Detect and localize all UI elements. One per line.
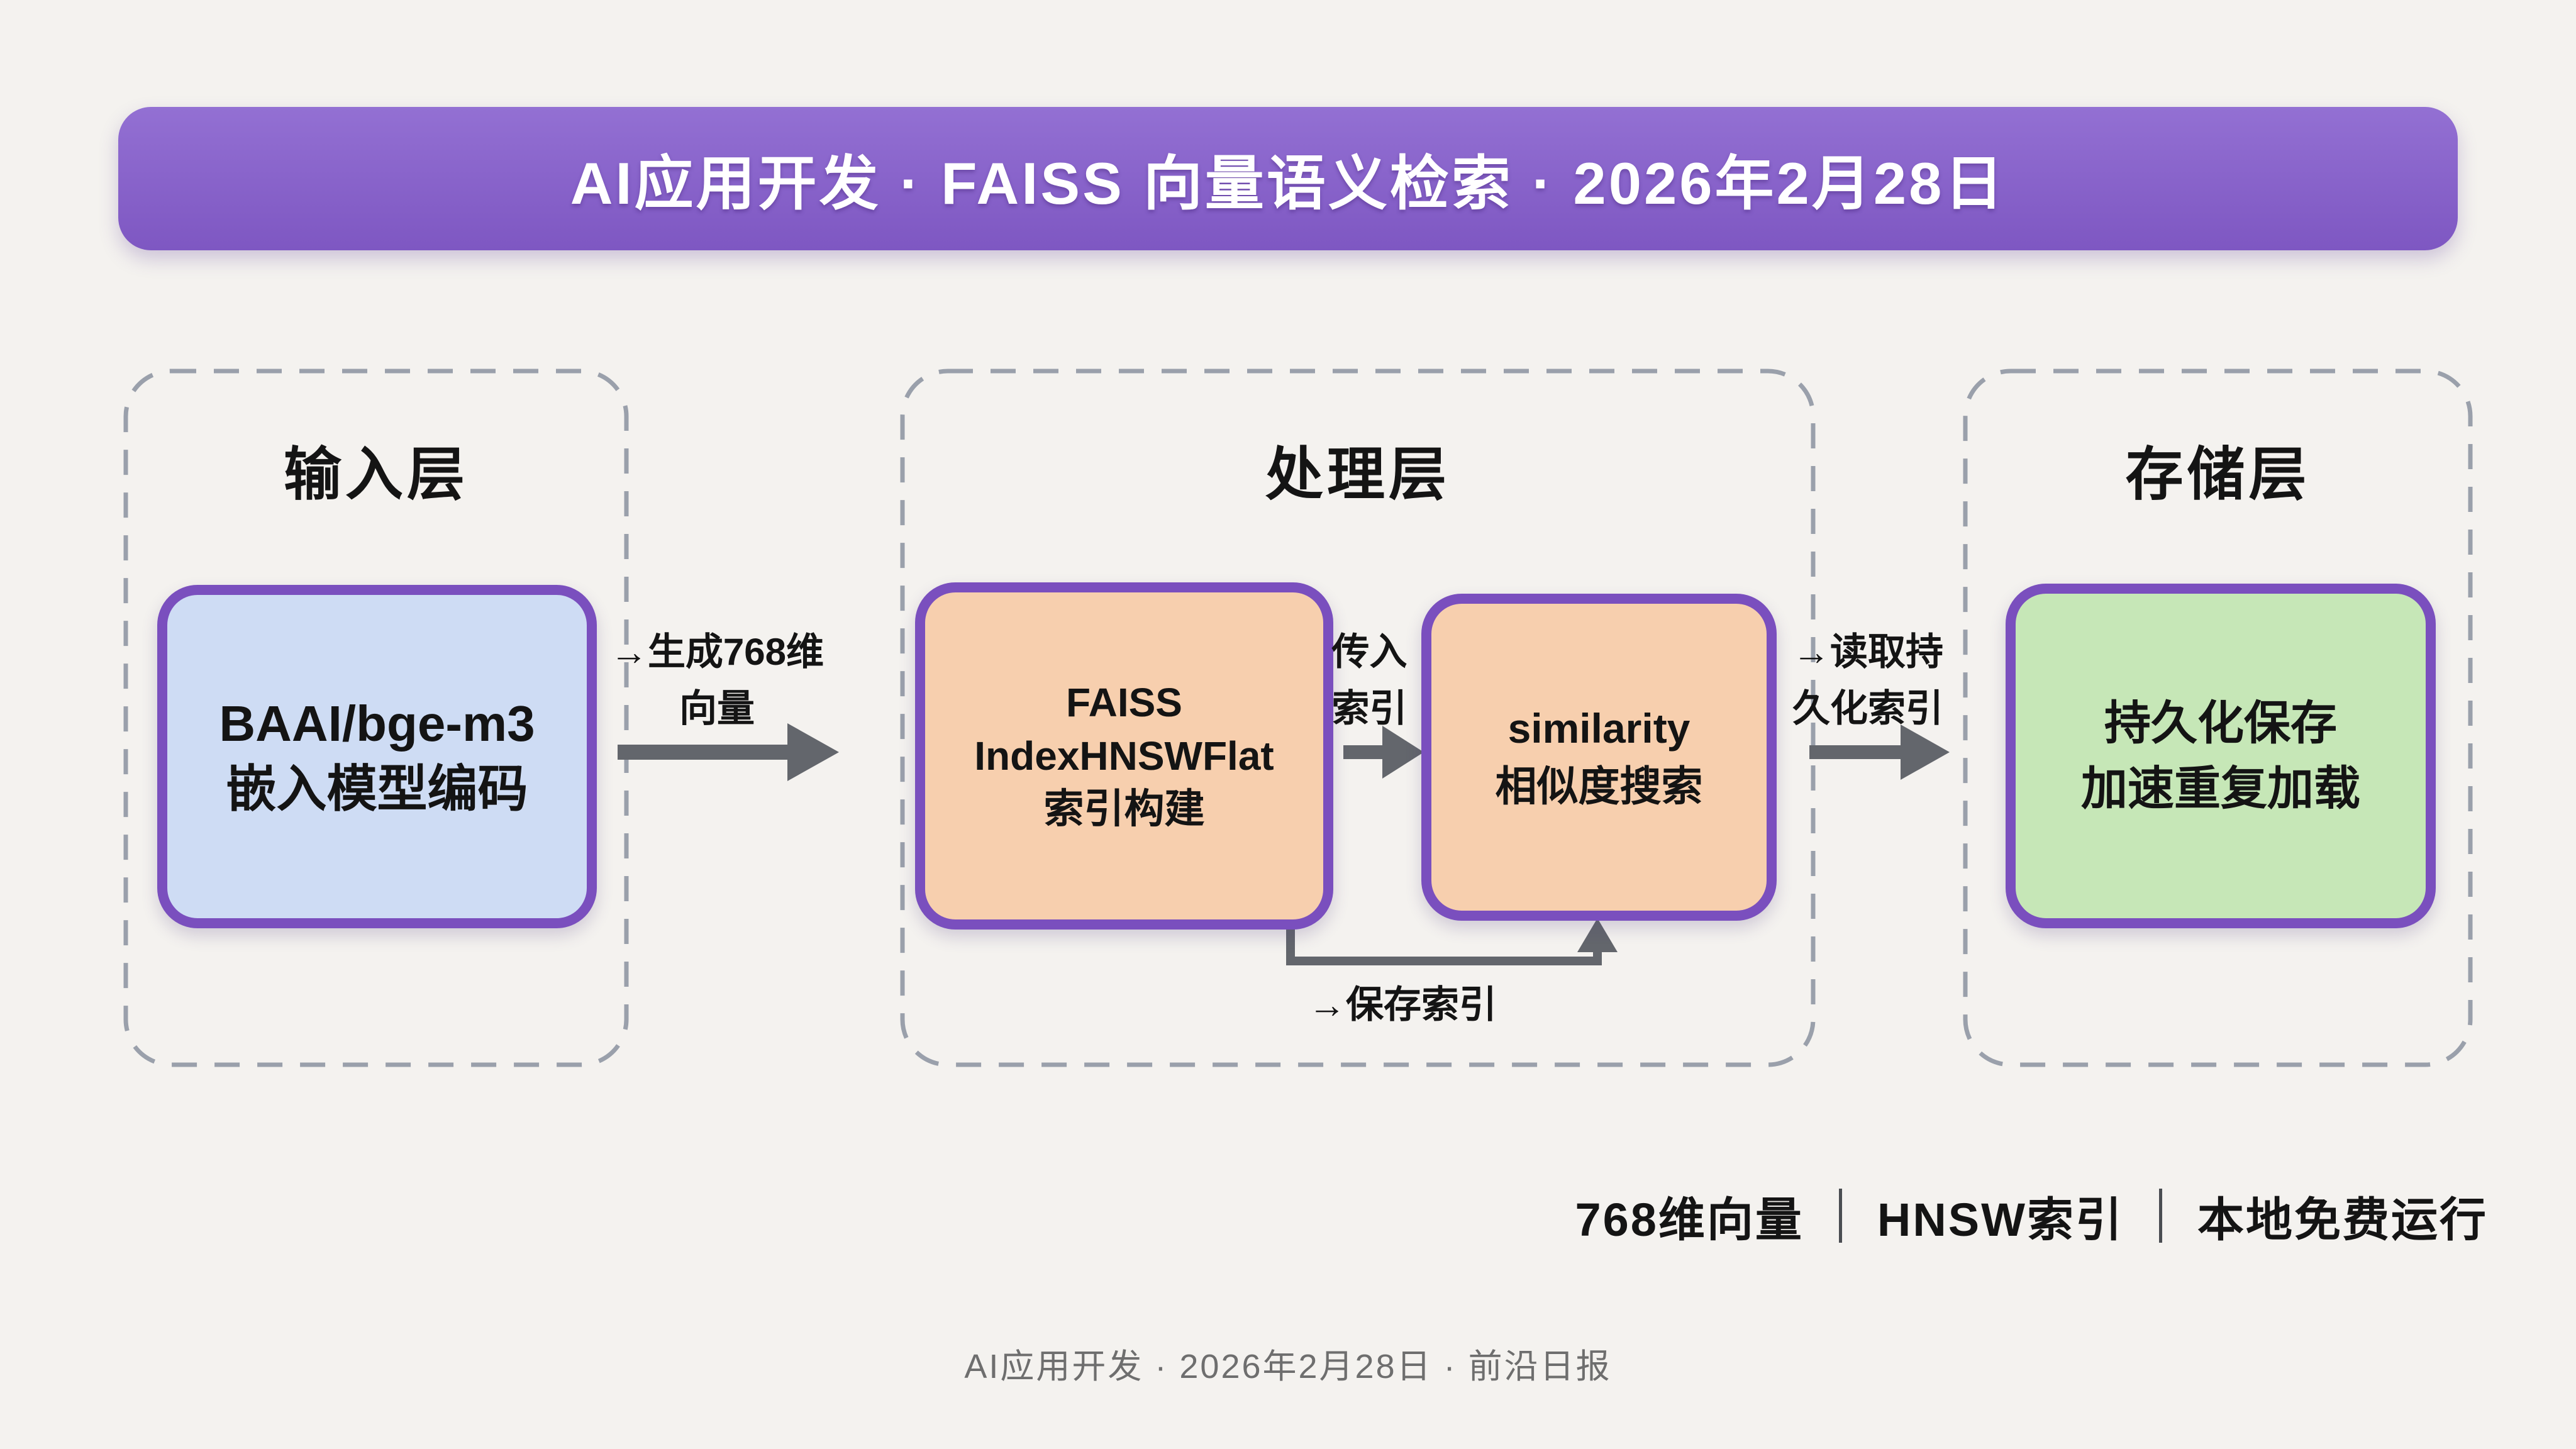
arrow-save-index-path <box>1286 924 1602 965</box>
footer-text: AI应用开发 · 2026年2月28日 · 前沿日报 <box>964 1348 1612 1385</box>
stat-item-hnsw: HNSW索引 <box>1877 1193 2124 1246</box>
node-line: 嵌入模型编码 <box>226 761 528 817</box>
section-outline-storage <box>1963 369 2473 1067</box>
layer-title-storage: 存储层 <box>2125 443 2311 507</box>
layer-title-input: 输入层 <box>283 443 469 507</box>
stats-separator <box>1838 1189 1842 1243</box>
section-outline-input <box>123 369 629 1067</box>
layer-title-processing: 处理层 <box>1265 443 1450 507</box>
node-similarity-search: similarity 相似度搜索 <box>1421 594 1777 921</box>
arrow-search-to-storage-head <box>1901 724 1950 780</box>
stat-item-local: 本地免费运行 <box>2197 1193 2488 1246</box>
stats-row: 768维向量 HNSW索引 本地免费运行 <box>1575 1181 2488 1250</box>
edge-label-generate-vector: →生成768维 向量 <box>609 631 824 730</box>
node-line: 索引构建 <box>1043 786 1205 832</box>
node-line: IndexHNSWFlat <box>974 733 1274 779</box>
stats-separator <box>2159 1189 2162 1243</box>
arrow-save-index-head <box>1577 918 1618 952</box>
node-line: FAISS <box>1066 680 1182 726</box>
section-outline-processing <box>900 369 1816 1067</box>
node-line: 相似度搜索 <box>1495 763 1703 809</box>
banner-title: AI应用开发 · FAISS 向量语义检索 · 2026年2月28日 <box>570 150 2006 216</box>
banner: AI应用开发 · FAISS 向量语义检索 · 2026年2月28日 <box>118 107 2458 250</box>
node-line: similarity <box>1507 704 1690 752</box>
edge-label-save-index: →保存索引 <box>1308 984 1497 1026</box>
stat-item-vector: 768维向量 <box>1575 1193 1804 1246</box>
node-line: 加速重复加载 <box>2081 762 2360 814</box>
node-faiss-index: FAISS IndexHNSWFlat 索引构建 <box>915 582 1333 930</box>
node-embedding-model: BAAI/bge-m3 嵌入模型编码 <box>157 585 597 928</box>
edge-label-pass-index: 传入 索引 <box>1331 631 1407 730</box>
edge-label-read-persisted-index: →读取持 久化索引 <box>1792 631 1943 730</box>
node-line: BAAI/bge-m3 <box>219 696 535 752</box>
arrow-index-to-search-head <box>1382 726 1424 779</box>
node-persistence: 持久化保存 加速重复加载 <box>2006 584 2436 928</box>
arrow-encode-to-index-head <box>787 723 839 781</box>
node-line: 持久化保存 <box>2104 697 2337 750</box>
